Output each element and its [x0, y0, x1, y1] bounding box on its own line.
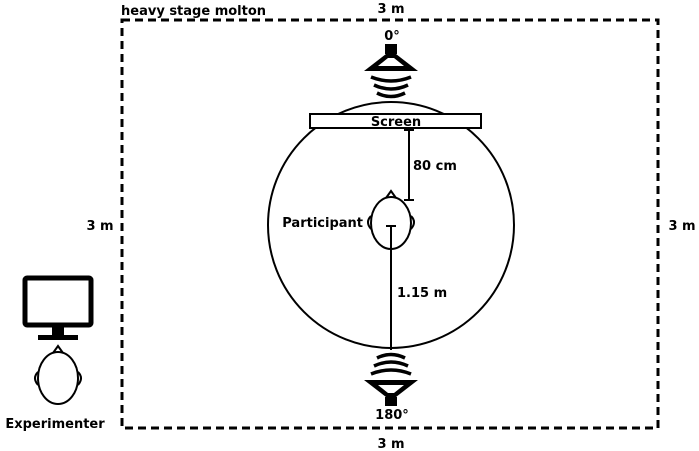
room-dimension-right: 3 m [668, 219, 695, 234]
room-dimension-left: 3 m [86, 219, 113, 234]
distance-label-screen: 80 cm [413, 159, 457, 174]
front-speaker-label: 0° [384, 29, 400, 44]
back-speaker-label: 180° [375, 408, 409, 423]
back-speaker-icon [364, 352, 418, 406]
experimenter-label: Experimenter [5, 417, 105, 432]
room-dimension-top: 3 m [377, 2, 404, 17]
screen-bar [309, 113, 482, 129]
front-speaker-icon [364, 44, 418, 99]
screen-label: Screen [371, 115, 421, 130]
experimenter-head-icon [34, 344, 82, 405]
distance-label-speaker: 1.15 m [397, 286, 447, 301]
distance-line-screen [404, 128, 414, 201]
participant-label: Participant [282, 216, 363, 231]
room-dimension-bottom: 3 m [377, 437, 404, 451]
room-title: heavy stage molton [121, 4, 266, 19]
participant-head-icon [367, 189, 415, 250]
monitor-icon [22, 275, 94, 340]
room-boundary [120, 18, 660, 430]
